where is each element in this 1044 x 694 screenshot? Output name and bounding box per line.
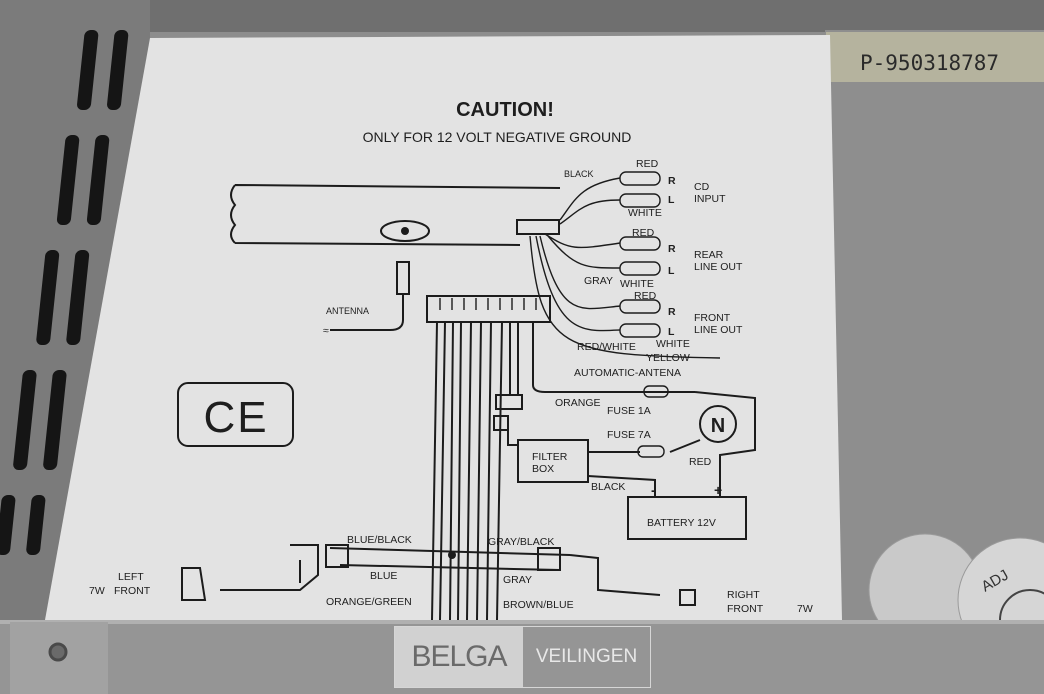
- wire-label: RED: [636, 158, 659, 170]
- wire-label: R: [668, 243, 676, 255]
- wire-label: FRONT: [114, 585, 151, 597]
- wire-label: +: [714, 482, 722, 498]
- head-unit-outline: [230, 184, 561, 246]
- wire-label: RED: [689, 456, 712, 468]
- wire-label: ANTENNA: [326, 306, 369, 316]
- wire-label: N: [711, 415, 725, 437]
- antenna-plug: ≈: [323, 261, 410, 337]
- wire-label: BROWN/BLUE: [503, 599, 574, 611]
- serial-number: P-950318787: [860, 51, 999, 75]
- wire-label: ORANGE/GREEN: [326, 596, 412, 608]
- watermark-veilingen: VEILINGEN: [535, 646, 638, 667]
- wire-label: AUTOMATIC-ANTENA: [574, 367, 681, 379]
- wire-label: GRAY/BLACK: [488, 536, 554, 548]
- wire-label: GRAY: [584, 275, 613, 287]
- rca-connectors: [529, 171, 721, 359]
- power-circuit: N: [493, 385, 756, 540]
- wire-label: FILTER: [532, 451, 568, 463]
- wire-label: FRONT: [694, 312, 731, 324]
- wire-label: YELLOW: [646, 352, 690, 364]
- wire-label: CD: [694, 181, 710, 193]
- wire-label: BATTERY 12V: [647, 517, 716, 529]
- wire-label: L: [668, 194, 675, 206]
- vent-slots: [0, 30, 129, 555]
- wire-label: WHITE: [628, 207, 662, 219]
- screw-hole: [48, 642, 68, 662]
- wire-label: GRAY: [503, 574, 532, 586]
- wire-label: BLUE/BLACK: [347, 534, 412, 546]
- serial-sticker: [826, 32, 1044, 82]
- wire-label: RED: [632, 227, 655, 239]
- watermark-belga: BELGA: [395, 627, 523, 687]
- wire-label: LINE OUT: [694, 324, 743, 336]
- wire-label: BLACK: [564, 169, 594, 179]
- wire-label: LEFT: [118, 571, 144, 583]
- wire-label: BOX: [532, 463, 554, 475]
- wire-label: BLACK: [591, 481, 625, 493]
- wire-label: RED/WHITE: [577, 341, 636, 353]
- wire-label: REAR: [694, 249, 724, 261]
- caution-subtitle: ONLY FOR 12 VOLT NEGATIVE GROUND: [363, 129, 632, 145]
- caution-title: CAUTION!: [456, 99, 554, 121]
- wire-label: RIGHT: [727, 589, 760, 601]
- watermark: BELGA VEILINGEN: [394, 626, 651, 688]
- ce-mark: CE: [177, 382, 294, 447]
- iso-connector: [426, 295, 650, 621]
- wire-labels: BLACK RED R WHITE L CD INPUT RED R L REA…: [89, 158, 813, 615]
- wire-label: RED: [634, 290, 657, 302]
- wire-label: ORANGE: [555, 397, 601, 409]
- wire-label: FUSE 7A: [607, 429, 651, 441]
- wire-label: FRONT: [727, 603, 764, 615]
- wire-label: L: [668, 265, 675, 277]
- caution-label: [45, 35, 842, 620]
- wire-label: R: [668, 175, 676, 187]
- wire-label: -: [651, 482, 656, 498]
- wire-label: L: [668, 326, 675, 338]
- wire-label: WHITE: [620, 278, 654, 290]
- wire-label: 7W: [89, 585, 105, 597]
- wire-label: 7W: [797, 603, 813, 615]
- wire-label: R: [668, 306, 676, 318]
- wire-label: WHITE: [656, 338, 690, 350]
- wire-label: ≈: [323, 325, 329, 337]
- wire-label: INPUT: [694, 193, 726, 205]
- wire-label: LINE OUT: [694, 261, 743, 273]
- speaker-harness: [181, 544, 696, 606]
- wire-label: CE: [203, 393, 268, 442]
- wire-label: BLUE: [370, 570, 397, 582]
- right-panel: [825, 30, 1044, 620]
- wire-label: FUSE 1A: [607, 405, 651, 417]
